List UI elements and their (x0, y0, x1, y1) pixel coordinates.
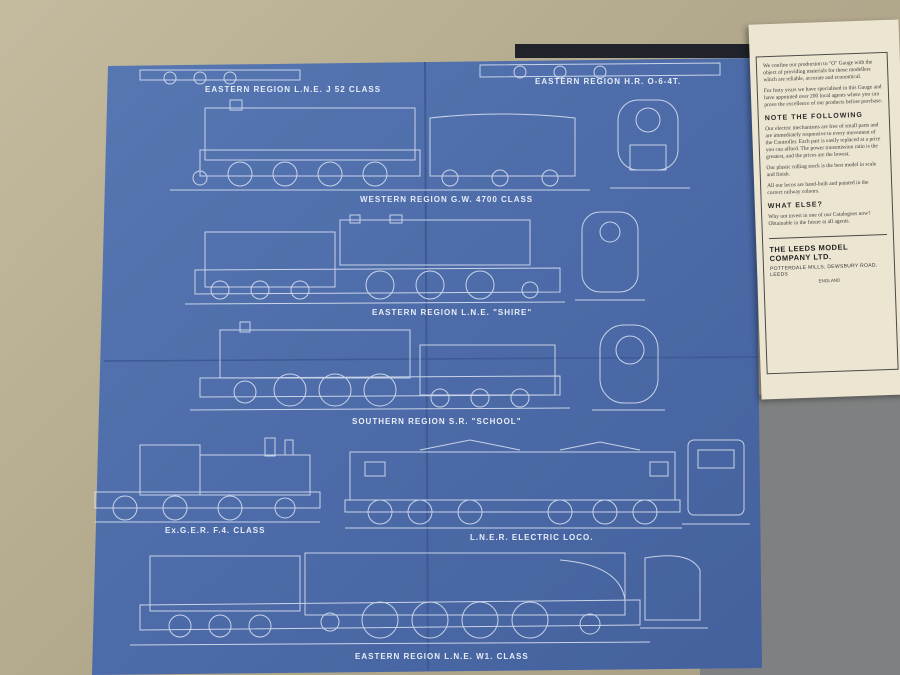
company-booklet: We confine our production to "O" Gauge w… (748, 19, 900, 400)
label-f4: Ex.G.E.R. F.4. CLASS (165, 526, 265, 535)
loco-gw4700-drawing (170, 99, 590, 191)
label-school: SOUTHERN REGION S.R. "SCHOOL" (352, 417, 521, 426)
loco-electric-drawing (344, 439, 682, 529)
loco-j52-drawing (139, 69, 301, 85)
company-box: THE LEEDS MODEL COMPANY LTD. POTTERDALE … (768, 234, 889, 286)
end-view-gw4700 (610, 99, 690, 189)
loco-school-drawing (189, 321, 571, 411)
end-view-shire (575, 211, 645, 301)
booklet-intro: We confine our production to "O" Gauge w… (762, 59, 873, 84)
label-electric: L.N.E.R. ELECTRIC LOCO. (470, 533, 593, 542)
loco-shire-drawing (184, 214, 566, 305)
label-gw4700: WESTERN REGION G.W. 4700 CLASS (360, 195, 533, 204)
booklet-note3: All our locos are hand-built and painted… (767, 179, 869, 197)
loco-w1-drawing (129, 552, 651, 646)
company-name: THE LEEDS MODEL COMPANY LTD. (769, 242, 849, 264)
fold-crease-horizontal (103, 356, 759, 362)
end-view-school (592, 324, 665, 411)
booklet-note1: Our electric mechanisms are free of smal… (765, 122, 881, 161)
booklet-note2: Our plastic rolling stock is the best mo… (766, 161, 877, 179)
label-shire: EASTERN REGION L.N.E. "SHIRE" (372, 308, 532, 317)
booklet-heading-note: NOTE THE FOLLOWING (764, 111, 863, 123)
booklet-what-text: Why not invest in one of our Catalogues … (768, 210, 871, 228)
loco-f4-drawing (94, 437, 321, 523)
label-w1: EASTERN REGION L.N.E. W1. CLASS (355, 652, 529, 661)
label-hr: EASTERN REGION H.R. O-6-4T. (535, 77, 681, 86)
label-j52: EASTERN REGION L.N.E. J 52 CLASS (205, 85, 381, 94)
booklet-heading-what: WHAT ELSE? (767, 201, 823, 211)
end-view-w1 (640, 555, 708, 629)
end-view-electric (682, 439, 750, 525)
booklet-frame: We confine our production to "O" Gauge w… (755, 51, 899, 375)
folder-edge (515, 44, 760, 58)
loco-hr-drawing (479, 62, 721, 79)
fold-crease-vertical (424, 61, 429, 671)
booklet-para2: For forty years we have specialised in t… (763, 84, 883, 109)
